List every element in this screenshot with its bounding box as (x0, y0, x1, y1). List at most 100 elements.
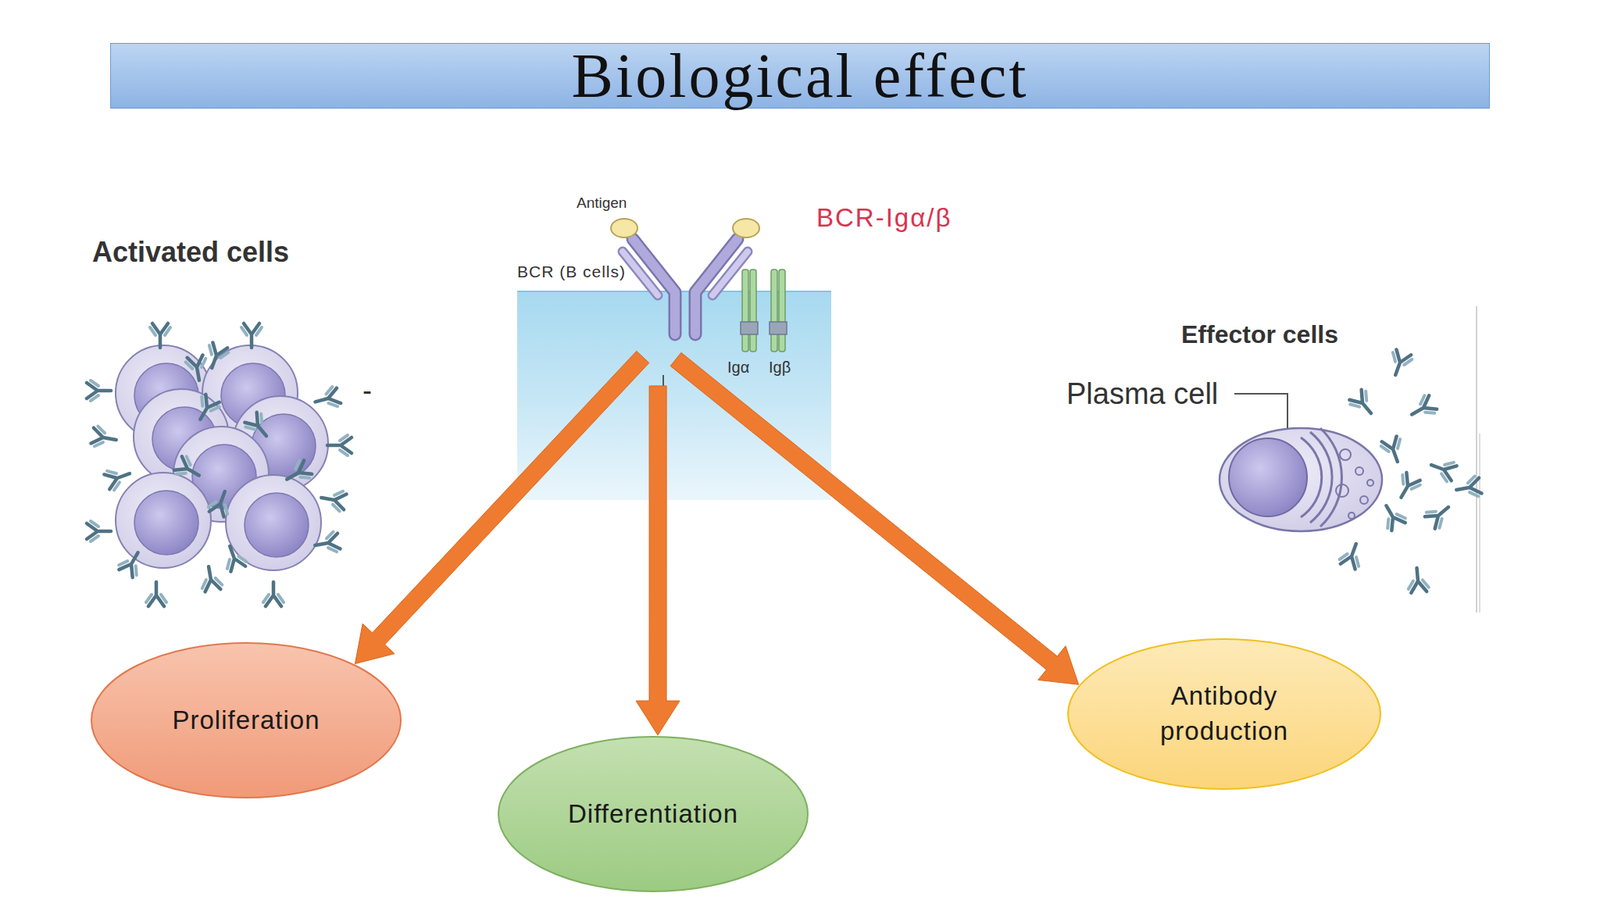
antibody-heavy-chain (1455, 478, 1483, 498)
antibody-symbol (198, 564, 223, 593)
outcome-ellipse: Antibody production (1066, 637, 1383, 791)
antibody-heavy-chain (313, 388, 341, 410)
antibody-heavy-chain (200, 565, 221, 593)
antibody-heavy-chain (222, 543, 246, 572)
vesicle (1339, 449, 1351, 461)
panel-edge (1478, 433, 1481, 613)
antibody-symbol (1423, 499, 1455, 531)
b-cell (115, 472, 211, 568)
antigen-symbol (732, 218, 760, 238)
antibody-heavy-chain (244, 412, 272, 442)
antibody-heavy-chain (265, 582, 282, 607)
antibody-heavy-chain (204, 342, 228, 371)
antibody-symbol (1377, 500, 1408, 533)
antibody-heavy-chain (1382, 435, 1405, 465)
antibody-heavy-chain (1349, 389, 1377, 419)
antibody-heavy-chain (209, 489, 233, 518)
antibody-symbol (86, 380, 111, 401)
plasma-cell-nucleus (1228, 438, 1308, 517)
antibody-symbol (146, 582, 167, 607)
vesicle (1335, 484, 1349, 497)
ig-alpha-chain (750, 269, 757, 352)
activation-arrow (354, 350, 649, 664)
antibody-symbol (90, 425, 118, 450)
ellipse-shape (91, 642, 401, 798)
panel-heading: Activated cells (92, 238, 290, 267)
antibody-heavy-chain (148, 582, 165, 607)
antibody-symbol (117, 547, 147, 579)
light-chain (712, 251, 748, 296)
membrane-band: AntigenBCR-Igα/βBCR (B cells)IgαIgβ (517, 290, 832, 500)
part-label: BCR (B cells) (517, 263, 626, 280)
node-text: Antibody production (1130, 678, 1318, 749)
light-chain (622, 251, 658, 296)
antibody-symbol (86, 521, 111, 542)
antibody-symbol (1407, 567, 1430, 593)
ellipse-shape (498, 736, 808, 892)
secreted-antibodies (1338, 348, 1483, 593)
chain-band (740, 321, 758, 335)
er-membrane (1310, 432, 1333, 523)
title-band: Biological effect (110, 42, 1490, 109)
antibody-symbol (103, 464, 133, 492)
antibody-symbol (1407, 393, 1439, 424)
part-label: Antigen (576, 195, 627, 211)
antibody-heavy-chain (103, 466, 133, 490)
antibody-symbol (1454, 475, 1483, 500)
antibody-heavy-chain (1388, 349, 1411, 378)
antibody-symbol (242, 410, 275, 443)
ig-beta-chain (778, 269, 786, 352)
antibody-heavy-chain (320, 489, 347, 510)
light-chain (622, 251, 658, 296)
antibody-symbol (313, 531, 341, 556)
antibody-heavy-chain (327, 437, 352, 454)
activated-cell-cluster (86, 323, 352, 607)
node-body: Differentiation (567, 796, 739, 833)
node-text: Differentiation (567, 796, 739, 833)
outcome-ellipse: Differentiation (496, 735, 810, 893)
antibody-heavy-chain (1428, 457, 1458, 481)
antibody-heavy-chain (118, 548, 145, 578)
activation-arrow (635, 385, 680, 736)
antibody-heavy-chain (1425, 500, 1454, 529)
stray-mark: - (362, 376, 372, 405)
antibody-heavy-chain (243, 323, 260, 348)
antibody-symbol (282, 458, 314, 489)
ellipse-outline (1066, 637, 1383, 791)
antibody-symbol (327, 435, 352, 456)
vesicle (1348, 512, 1355, 519)
antibody-heavy-chain (90, 428, 118, 448)
antibody-heavy-chain (193, 394, 220, 424)
antibody-symbol (220, 542, 248, 573)
outcome-ellipse: Proliferation (89, 641, 403, 800)
antigen-symbol (610, 218, 638, 238)
heavy-chain (695, 239, 738, 335)
antibody-symbol (319, 487, 347, 512)
antibody-heavy-chain (282, 460, 312, 486)
antibody-heavy-chain (152, 323, 168, 348)
antibody-symbol (207, 488, 235, 518)
antibody-heavy-chain (1379, 501, 1406, 531)
receptor-heading: BCR-Igα/β (816, 204, 952, 231)
antibody-heavy-chain (314, 533, 341, 554)
vesicle (1355, 467, 1364, 475)
antibody-heavy-chain (187, 354, 208, 382)
tick-mark (662, 375, 665, 386)
ig-beta-chain (771, 269, 778, 352)
antibody-heavy-chain (1394, 472, 1421, 502)
diagram-title: Biological effect (571, 44, 1029, 108)
antibody-symbol (1347, 388, 1379, 420)
node-text: Proliferation (171, 703, 320, 739)
heavy-chain (695, 239, 738, 335)
antibody-symbol (1392, 471, 1422, 503)
antibody-heavy-chain (1409, 567, 1428, 593)
er-membrane (1300, 437, 1322, 518)
heavy-chain (632, 239, 675, 335)
antibody-heavy-chain (174, 456, 204, 483)
light-chain (712, 251, 748, 296)
leader-line (1234, 393, 1288, 429)
antibody-symbol (312, 385, 342, 412)
part-label: Igβ (768, 359, 791, 375)
antibody-symbol (1338, 540, 1366, 571)
